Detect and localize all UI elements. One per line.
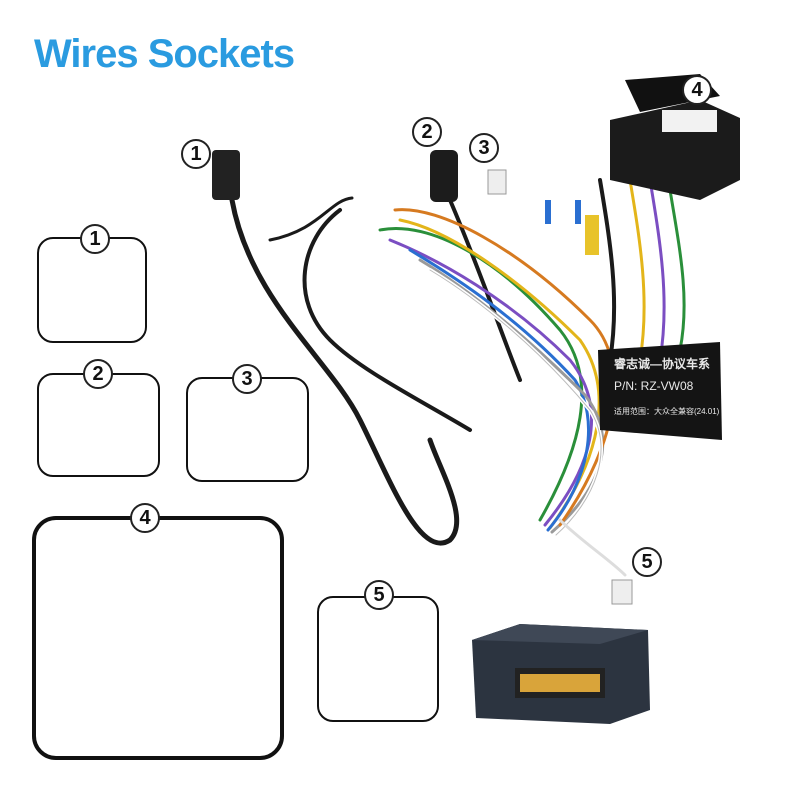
callout-1-harness: 1 (181, 139, 211, 169)
callout-2-inset: 2 (83, 359, 113, 389)
module-label-line3: 适用范围：大众全兼容(24.01) (614, 407, 720, 416)
inset-panel-3 (186, 377, 309, 482)
callout-3-harness: 3 (469, 133, 499, 163)
callout-4-inset: 4 (130, 503, 160, 533)
callout-3-inset: 3 (232, 364, 262, 394)
inset-panel-5 (317, 596, 439, 722)
callout-2-harness: 2 (412, 117, 442, 147)
page-title: Wires Sockets (34, 32, 295, 76)
inset-panel-1 (37, 237, 147, 343)
inset-panel-2 (37, 373, 160, 477)
inset-panel-4 (32, 516, 284, 760)
module-label-line2: P/N: RZ-VW08 (614, 379, 694, 393)
callout-5-inset: 5 (364, 580, 394, 610)
callout-5-harness: 5 (632, 547, 662, 577)
module-label-line1: 睿志诚—协议车系 (614, 357, 711, 371)
callout-4-harness: 4 (682, 75, 712, 105)
callout-1-inset: 1 (80, 224, 110, 254)
